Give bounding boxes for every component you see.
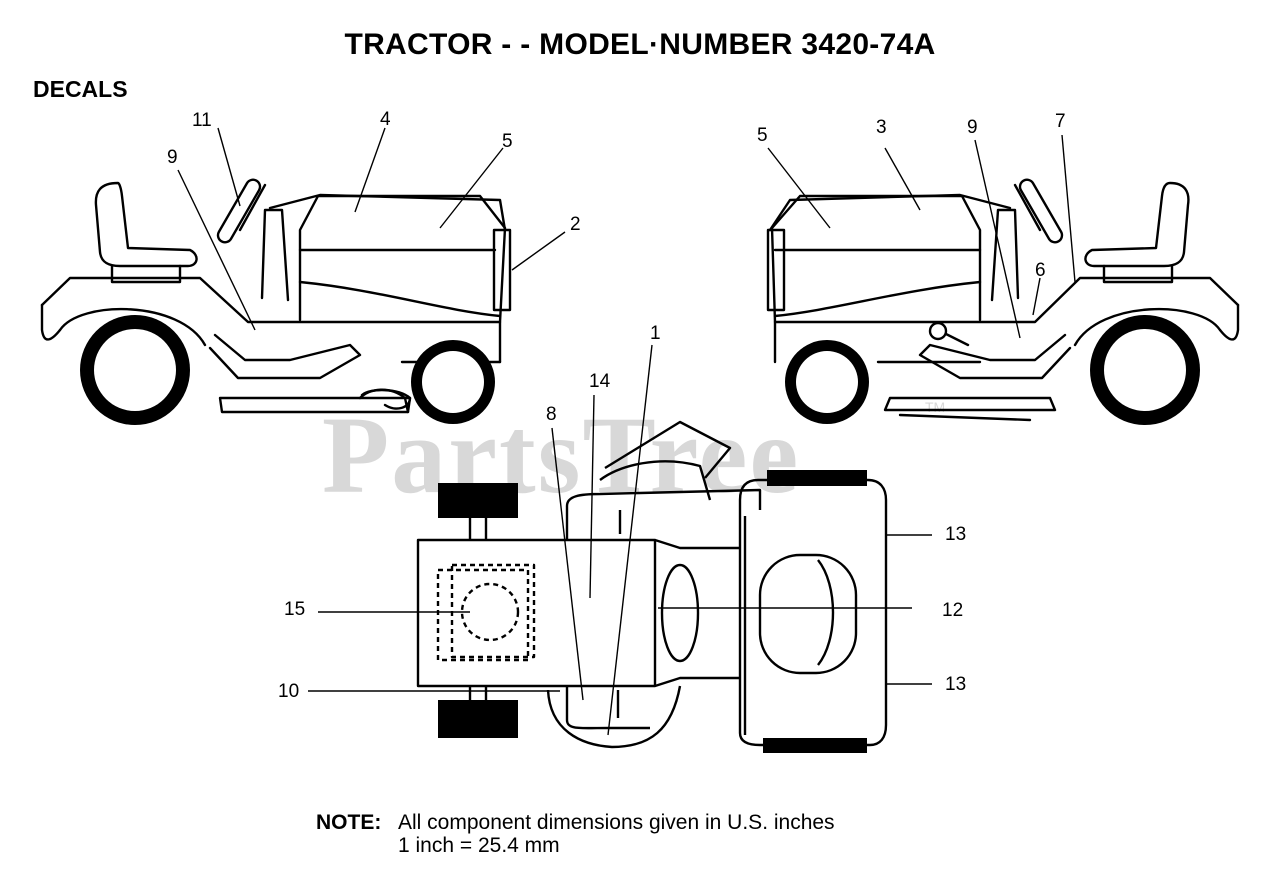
right-view-callouts: 5 3 9 7 6: [757, 111, 1066, 281]
callout-left-5: 5: [502, 131, 513, 152]
left-view-leader-lines: [177, 127, 566, 331]
dimension-note: NOTE: All component dimensions given in U…: [316, 811, 835, 857]
note-line-2: 1 inch = 25.4 mm: [398, 834, 560, 857]
callout-left-2: 2: [570, 214, 581, 235]
callout-right-9: 9: [967, 117, 978, 138]
section-label: DECALS: [33, 76, 128, 102]
left-view-rear-wheel: [80, 315, 190, 425]
tractor-left-side-view: [40, 178, 512, 414]
note-line-1: All component dimensions given in U.S. i…: [398, 811, 835, 834]
callout-left-11: 11: [192, 110, 212, 131]
right-view-front-wheel: [785, 340, 869, 424]
callout-top-13-upper: 13: [945, 524, 966, 545]
watermark-tm: TM: [925, 399, 945, 415]
callout-top-15: 15: [284, 599, 305, 620]
note-label: NOTE:: [316, 811, 382, 834]
tractor-right-side-view: [766, 178, 1240, 422]
callout-top-13-lower: 13: [945, 674, 966, 695]
callout-left-9: 9: [167, 147, 178, 168]
tractor-top-view: [416, 420, 888, 753]
callout-right-7: 7: [1055, 111, 1066, 132]
callout-right-5: 5: [757, 125, 768, 146]
top-view-leader-lines: [308, 344, 932, 736]
top-view-callouts: 1 14 8 15 10 12 13 13: [278, 323, 966, 702]
right-view-rear-wheel: [1090, 315, 1200, 425]
left-view-front-wheel: [411, 340, 495, 424]
right-view-leader-lines: [767, 134, 1076, 339]
callout-top-10: 10: [278, 681, 299, 702]
callout-top-12: 12: [942, 600, 963, 621]
left-view-callouts: 11 4 5 9 2: [167, 109, 581, 235]
diagram-title: TRACTOR - - MODEL·NUMBER 3420-74A: [344, 28, 936, 61]
callout-top-1: 1: [650, 323, 661, 344]
callout-top-14: 14: [589, 371, 611, 392]
callout-left-4: 4: [380, 109, 391, 130]
callout-right-3: 3: [876, 117, 887, 138]
callout-top-8: 8: [546, 404, 557, 425]
callout-right-6: 6: [1035, 260, 1046, 281]
